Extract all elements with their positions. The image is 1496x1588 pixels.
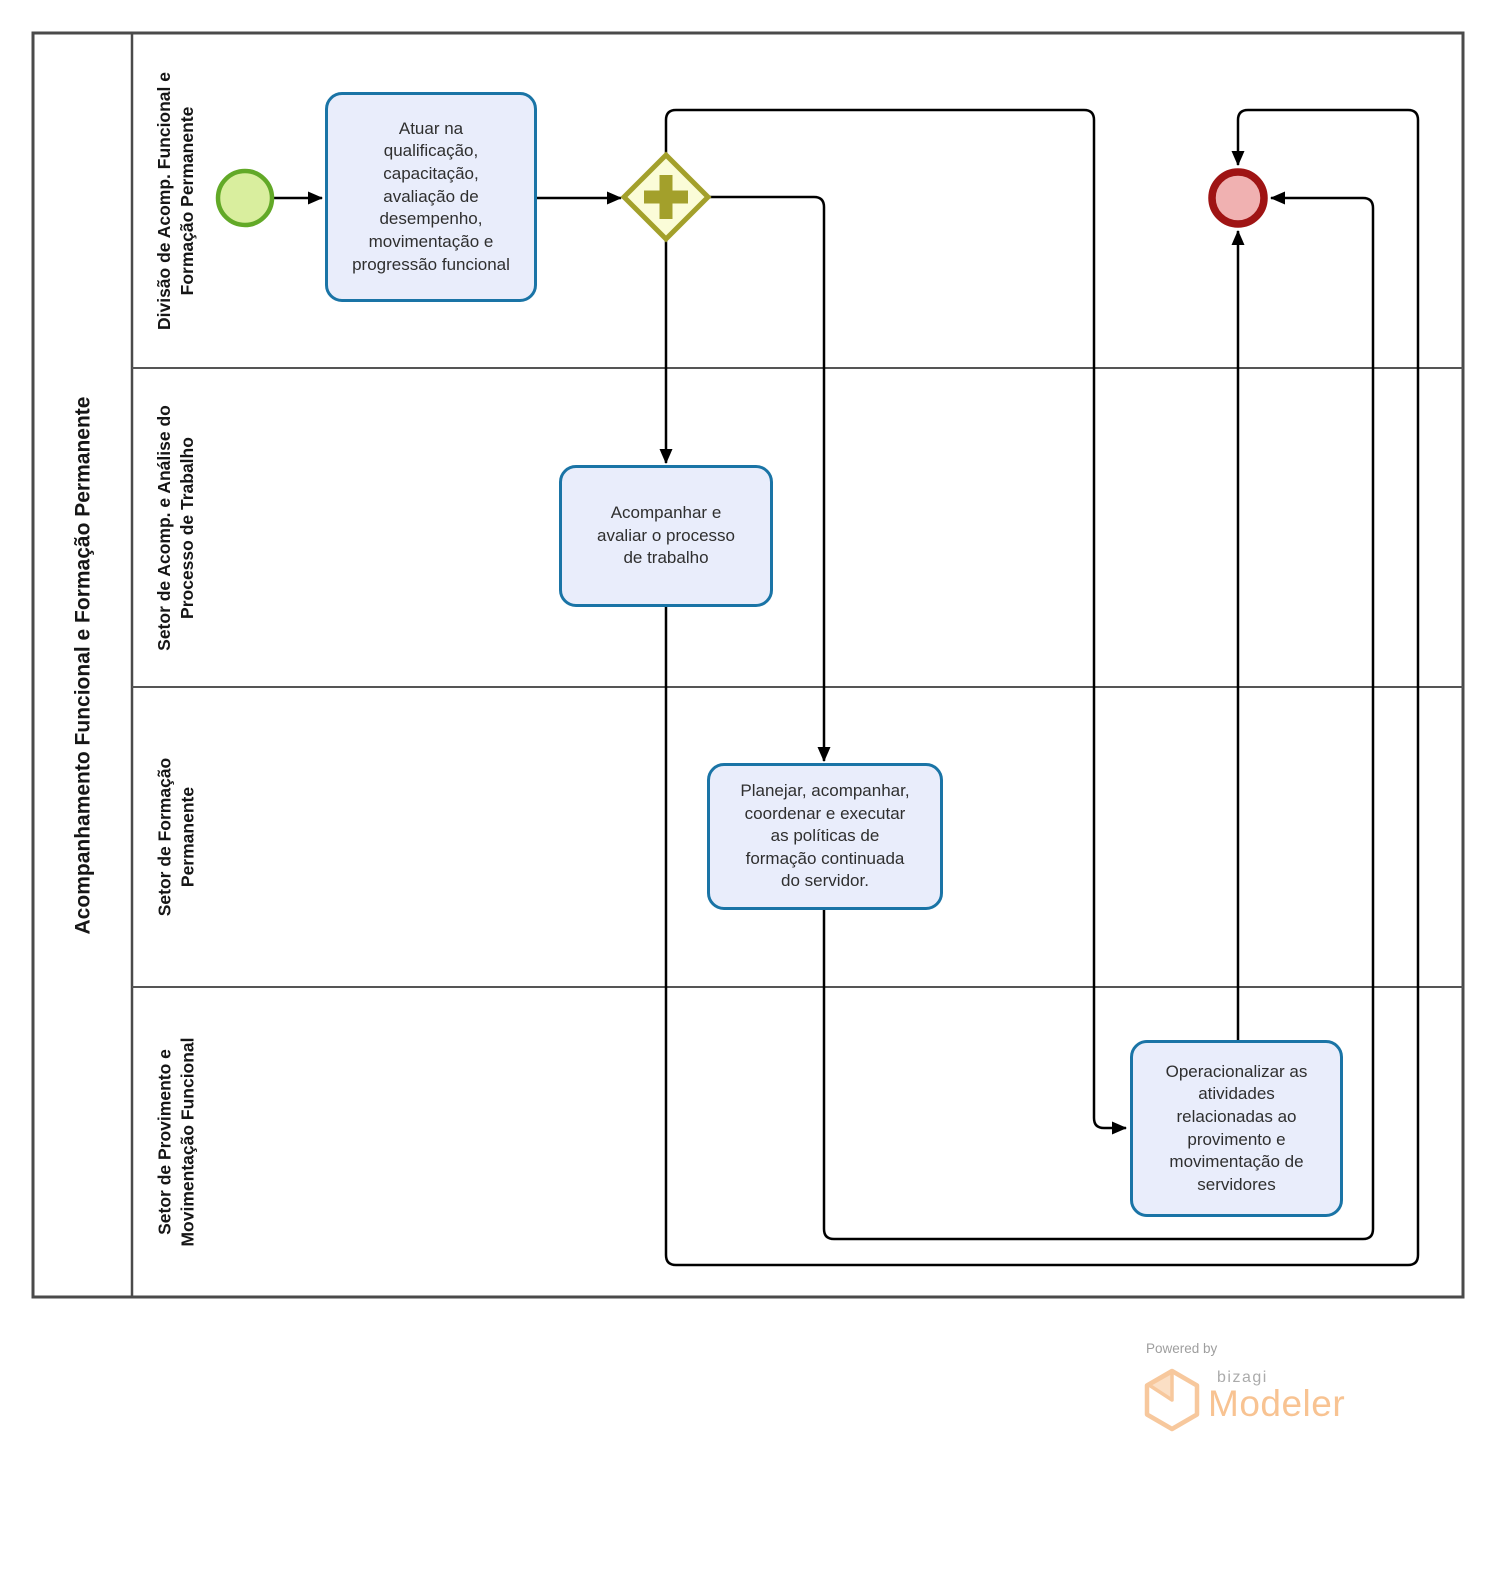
parallel-gateway-icon[interactable]	[620, 151, 712, 243]
pool-frame	[31, 31, 1465, 1299]
sequence-flows	[274, 108, 1420, 1267]
bizagi-cube-icon	[1144, 1368, 1200, 1432]
lane-label-setor-acomp-analise: Setor de Acomp. e Análise do Processo de…	[154, 405, 197, 651]
task-operacionalizar-atividades[interactable]: Operacionalizar as atividades relacionad…	[1130, 1040, 1343, 1217]
modeler-wordmark: Modeler	[1208, 1383, 1346, 1424]
flow-gateway-to-operacionalizar[interactable]	[664, 108, 1127, 1135]
flow-gateway-to-planejar[interactable]	[708, 195, 831, 762]
task-label: Operacionalizar as atividades relacionad…	[1165, 1061, 1308, 1194]
task-label: Atuar na qualificação, capacitação, aval…	[352, 118, 510, 274]
task-acompanhar-avaliar[interactable]: Acompanhar e avaliar o processo de traba…	[559, 465, 773, 607]
task-planejar-coordenar[interactable]: Planejar, acompanhar, coordenar e execut…	[707, 763, 943, 910]
flow-acompanhar-to-end[interactable]	[664, 108, 1420, 1267]
end-event-icon[interactable]	[1208, 168, 1268, 228]
flow-planejar-to-end[interactable]	[822, 191, 1375, 1241]
lane-label-setor-formacao: Setor de Formação Permanente	[154, 757, 198, 917]
lane-label-divisao-acomp: Divisão de Acomp. Funcional e Formação P…	[154, 72, 197, 331]
pool-title: Acompanhamento Funcional e Formação Perm…	[71, 396, 95, 935]
bizagi-wordmark: bizagi	[1217, 1369, 1268, 1386]
task-label: Acompanhar e avaliar o processo de traba…	[597, 503, 735, 568]
lane-label-setor-provimento: Setor de Provimento e Movimentação Funci…	[154, 1037, 198, 1247]
powered-by-label: Powered by	[1146, 1341, 1218, 1356]
task-label: Planejar, acompanhar, coordenar e execut…	[740, 780, 910, 891]
start-event-icon[interactable]	[215, 168, 275, 228]
task-atuar-qualificacao[interactable]: Atuar na qualificação, capacitação, aval…	[325, 92, 537, 302]
plus-icon	[644, 175, 688, 219]
